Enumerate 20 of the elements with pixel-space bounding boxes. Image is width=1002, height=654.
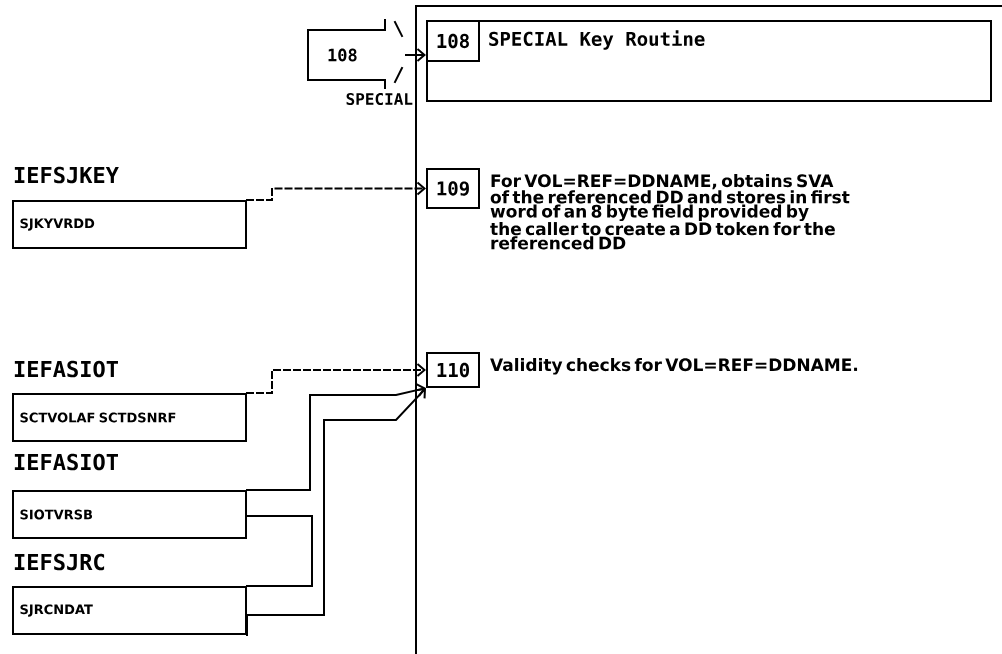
- step-description: For VOL=REF=DDNAME, obtains SVA of the referenced DD and stores in first word of an 8 byte field provided by the caller to create a DD token for the referenced DD: [490, 174, 850, 250]
- module-name: IEFSJRC: [14, 553, 105, 571]
- data-box: SIOTVRSB: [12, 490, 247, 539]
- data-box: SCTVOLAF SCTDSNRF: [12, 393, 247, 442]
- node-label: SPECIAL: [346, 92, 413, 106]
- step-description: Validity checks for VOL=REF=DDNAME.: [490, 358, 858, 375]
- step-box: 108 SPECIAL Key Routine: [426, 20, 992, 102]
- step-number: 110: [426, 352, 480, 388]
- arrow: [246, 383, 426, 491]
- arrow: [246, 363, 426, 394]
- step-number: 109: [426, 168, 480, 209]
- module-name: IEFSJKEY: [14, 166, 119, 184]
- data-box: SJKYVRDD: [12, 200, 247, 249]
- data-box: SJRCNDAT: [12, 586, 247, 635]
- arrow: [246, 388, 426, 636]
- module-name: IEFASIOT: [14, 360, 118, 378]
- arrow: [405, 48, 426, 62]
- arrow: [246, 181, 426, 201]
- module-name: IEFASIOT: [14, 453, 118, 471]
- panel: [415, 5, 1002, 654]
